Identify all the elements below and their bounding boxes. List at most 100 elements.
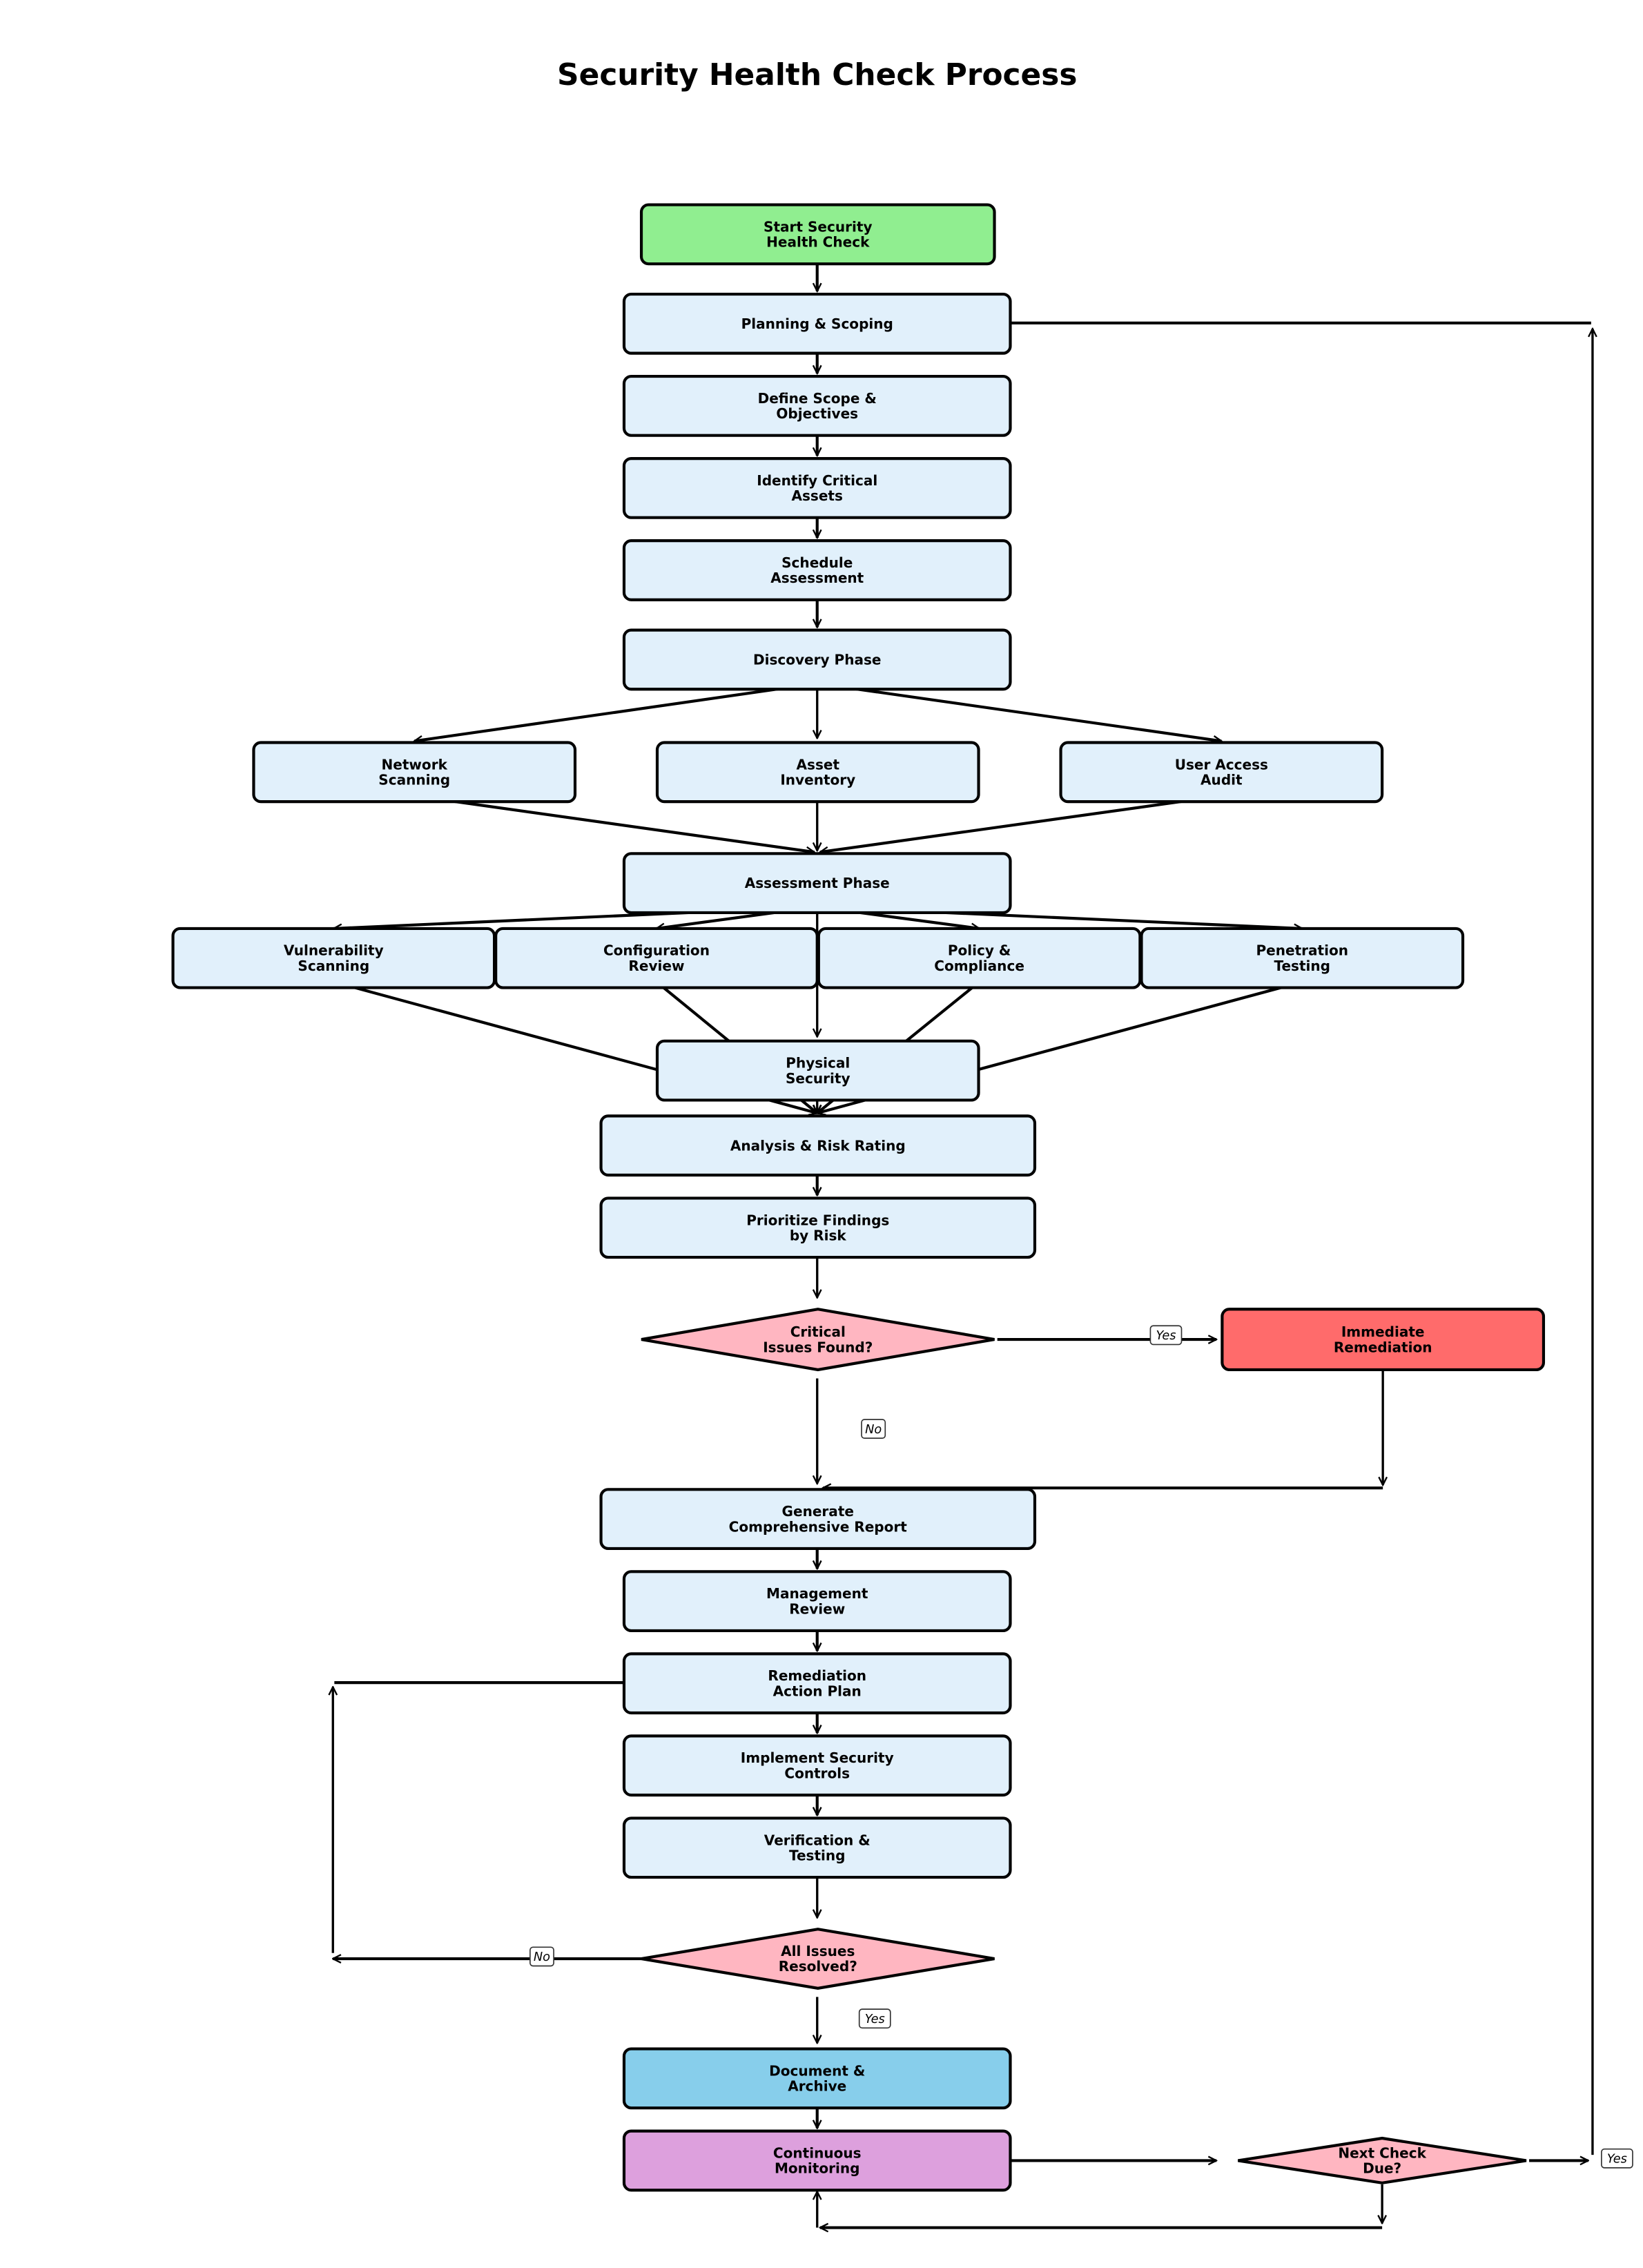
- edge-label-text: Yes: [865, 2013, 885, 2026]
- edge-label-text: Yes: [1607, 2153, 1627, 2167]
- node-label: Inventory: [780, 771, 855, 788]
- edge-label-box: [1149, 1325, 1183, 1346]
- edge-label-box: [858, 2008, 891, 2029]
- node-label: Continuous: [773, 2144, 862, 2161]
- node-label: Generate: [782, 1503, 854, 1520]
- node-label: Asset: [797, 756, 840, 773]
- node-label: Archive: [788, 2078, 846, 2095]
- process-box: [639, 203, 996, 266]
- edge-label-resolved-no: No: [529, 1946, 554, 1967]
- node-planning[interactable]: Planning & Scoping: [622, 292, 1012, 355]
- node-label: Penetration: [1256, 942, 1348, 959]
- node-label: Implement Security: [741, 1750, 894, 1766]
- process-box: [1140, 927, 1465, 989]
- node-label: Issues Found?: [763, 1339, 873, 1355]
- node-label: Prioritize Findings: [746, 1212, 889, 1228]
- edge-network-scanning-to-assessment: [414, 794, 814, 852]
- node-label: Schedule: [781, 554, 853, 571]
- node-label: Scanning: [378, 771, 450, 788]
- node-label: User Access: [1175, 756, 1268, 773]
- process-box: [1059, 741, 1384, 804]
- decision-diamond: [641, 1928, 995, 1990]
- process-box: [622, 1652, 1012, 1715]
- node-discovery[interactable]: Discovery Phase: [622, 628, 1012, 691]
- node-label: by Risk: [790, 1227, 847, 1243]
- node-label: Immediate: [1341, 1324, 1425, 1340]
- process-box: [622, 1734, 1012, 1797]
- edge-discovery-to-network-scanning: [414, 681, 818, 742]
- edge-user-access-audit-to-assessment: [820, 794, 1222, 852]
- node-label: Audit: [1200, 771, 1243, 788]
- edge-label-box: [529, 1946, 554, 1967]
- node-label: Remediation: [1334, 1339, 1432, 1355]
- node-label: Monitoring: [775, 2160, 859, 2177]
- node-label: Management: [766, 1585, 868, 1602]
- edge-label-critical-no: No: [861, 1419, 886, 1439]
- node-label: Due?: [1363, 2160, 1401, 2177]
- node-label: Review: [789, 1600, 845, 1617]
- node-define-scope[interactable]: Define Scope &Objectives: [622, 374, 1012, 437]
- node-assessment[interactable]: Assessment Phase: [622, 852, 1012, 915]
- edge-label-box: [861, 1419, 886, 1439]
- node-analysis[interactable]: Analysis & Risk Rating: [599, 1114, 1037, 1177]
- node-label: Testing: [1274, 958, 1330, 974]
- node-label: Assessment Phase: [745, 875, 890, 891]
- node-label: Planning & Scoping: [741, 316, 893, 332]
- node-document-archive[interactable]: Document &Archive: [622, 2047, 1012, 2110]
- node-label: Action Plan: [773, 1683, 862, 1699]
- edge-label-text: Yes: [1156, 1329, 1176, 1343]
- node-label: Controls: [784, 1765, 850, 1781]
- node-label: All Issues: [781, 1943, 855, 1959]
- process-box: [655, 741, 980, 804]
- process-box: [622, 539, 1012, 601]
- process-box: [622, 374, 1012, 437]
- node-label: Vulnerability: [284, 942, 384, 959]
- decision-diamond: [641, 1308, 995, 1372]
- edge-label-text: No: [534, 1950, 550, 1964]
- process-box: [622, 1816, 1012, 1879]
- node-verification[interactable]: Verification &Testing: [622, 1816, 1012, 1879]
- diagram-title: Security Health Check Process: [557, 57, 1077, 93]
- node-label: Comprehensive Report: [729, 1518, 908, 1535]
- node-label: Physical: [786, 1055, 850, 1072]
- process-box: [622, 2047, 1012, 2110]
- node-label: Configuration: [603, 942, 710, 959]
- process-box: [622, 1570, 1012, 1633]
- process-box: [252, 741, 577, 804]
- node-label: Objectives: [776, 405, 858, 422]
- process-box: [622, 852, 1012, 915]
- process-box: [622, 292, 1012, 355]
- edge-discovery-to-user-access-audit: [817, 681, 1222, 742]
- process-box: [599, 1488, 1037, 1550]
- node-label: Review: [628, 958, 684, 974]
- process-box: [599, 1114, 1037, 1177]
- node-label: Remediation: [768, 1667, 866, 1684]
- node-policy-compliance[interactable]: Policy &Compliance: [817, 927, 1142, 989]
- node-label: Assets: [792, 487, 843, 504]
- node-label: Security: [786, 1070, 850, 1087]
- process-box: [655, 1039, 980, 1102]
- edge-label-next-check-yes: Yes: [1601, 2148, 1633, 2169]
